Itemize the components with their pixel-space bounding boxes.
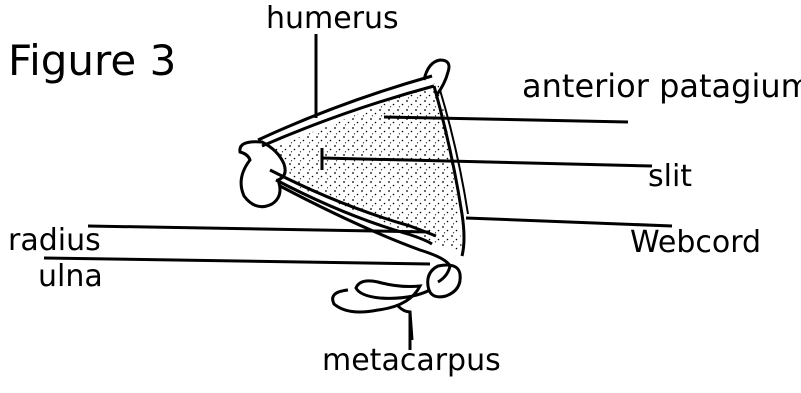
carpal-joint xyxy=(428,265,461,297)
metacarpus-bone xyxy=(333,281,430,312)
figure-title: Figure 3 xyxy=(8,40,176,82)
label-ulna: ulna xyxy=(38,262,103,292)
label-humerus: humerus xyxy=(266,4,399,34)
label-metacarpus: metacarpus xyxy=(322,346,501,376)
label-anterior-patagium: anterior patagium xyxy=(522,70,801,102)
label-radius: radius xyxy=(8,226,101,256)
radius-leader-line xyxy=(88,226,430,232)
label-slit: slit xyxy=(648,162,692,192)
label-webcord: Webcord xyxy=(630,228,761,258)
